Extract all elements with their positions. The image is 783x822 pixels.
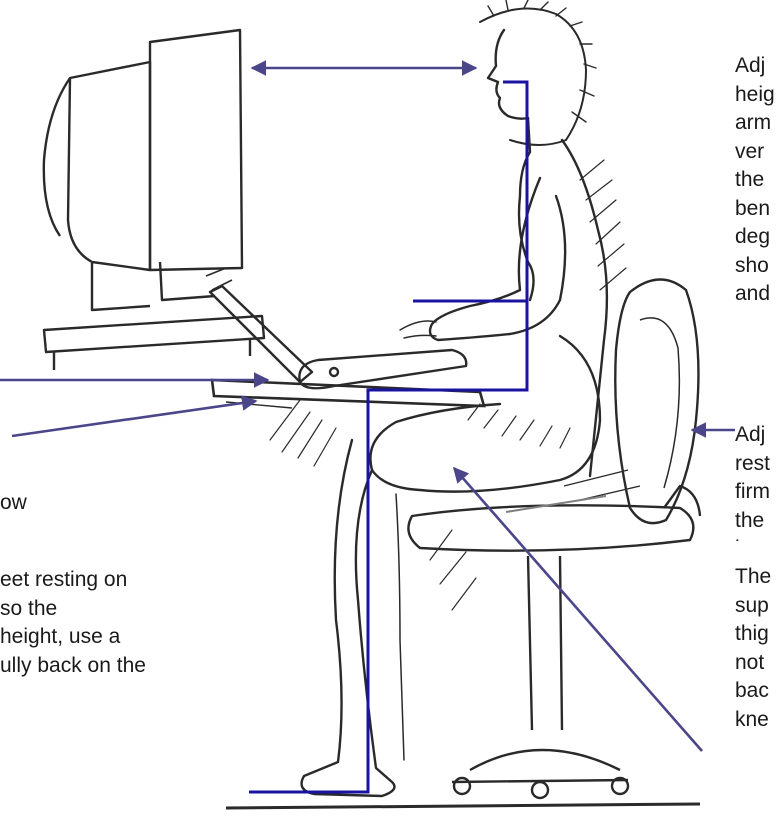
backrest-caption: Adj rest firm the bac	[735, 421, 783, 541]
seat-slope-line	[506, 496, 606, 512]
arm-height-caption: Adj heig arm ver the ben deg sho and	[735, 52, 783, 397]
posture-guide-lines	[249, 82, 527, 792]
feet-caption: eet resting on so the height, use a ully…	[0, 566, 200, 716]
torso-vertical-line	[249, 82, 527, 792]
chair-sketch	[408, 279, 700, 798]
floor-line	[226, 804, 700, 808]
tray-pointer-arrow	[12, 401, 256, 436]
person-sketch	[270, 0, 626, 796]
seat-depth-pointer-arrow	[454, 468, 702, 751]
seat-depth-caption: The sup thig not bac kne	[735, 563, 783, 817]
elbow-caption: ow	[0, 489, 80, 519]
monitor-sketch	[44, 30, 264, 370]
